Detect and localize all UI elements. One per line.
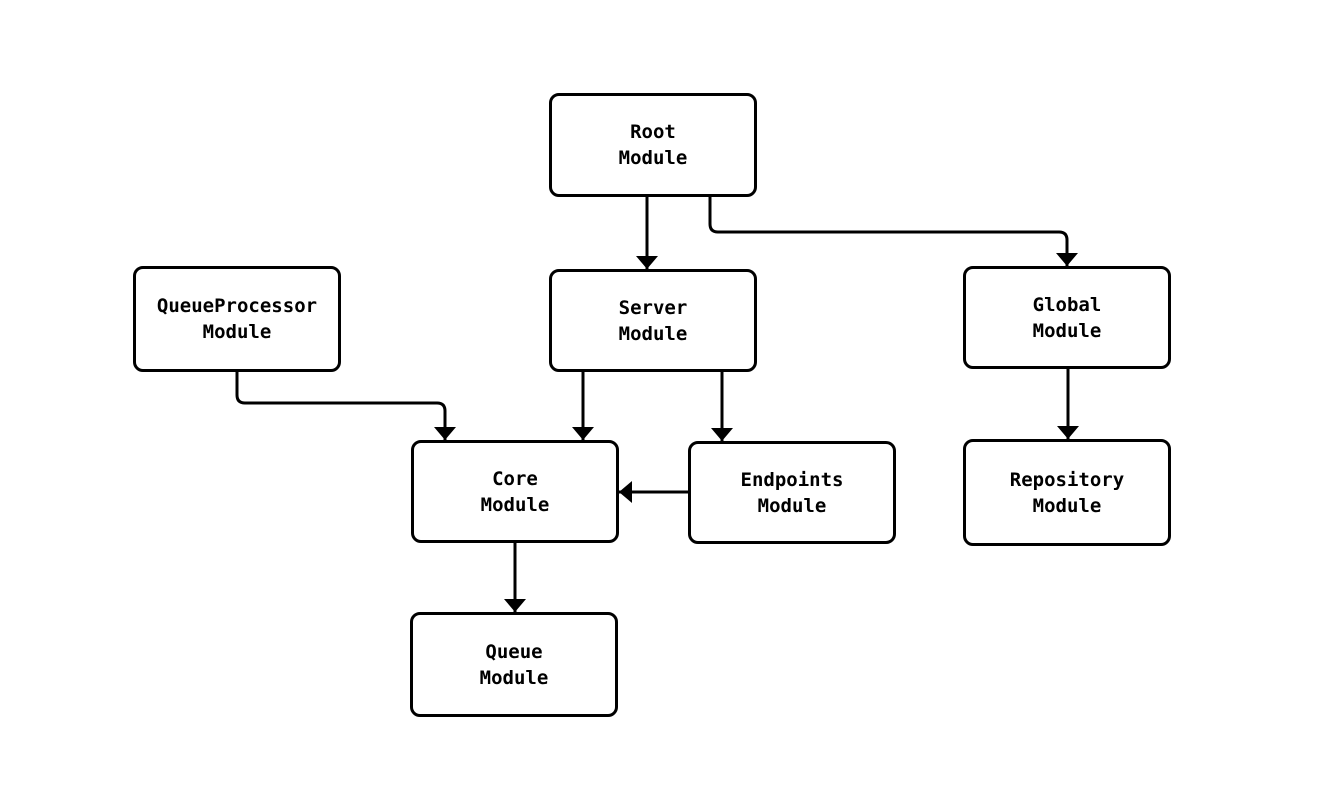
edge-root-to-global bbox=[708, 197, 1078, 266]
node-queue-module: Queue Module bbox=[410, 612, 618, 717]
node-root-module-label: Root Module bbox=[618, 121, 688, 169]
node-queue-module-label: Queue Module bbox=[479, 640, 549, 689]
node-repository-module-label: Repository Module bbox=[1009, 468, 1125, 517]
node-endpoints-module-label: Endpoints Module bbox=[740, 468, 844, 517]
node-repository-module: Repository Module bbox=[963, 439, 1171, 546]
node-queueprocessor-module-label: QueueProcessor Module bbox=[156, 295, 318, 343]
node-global-module-label: Global Module bbox=[1032, 293, 1102, 342]
node-global-module: Global Module bbox=[963, 266, 1171, 369]
node-server-module-label: Server Module bbox=[618, 296, 688, 345]
node-root-module: Root Module bbox=[549, 93, 757, 197]
node-queueprocessor-module: QueueProcessor Module bbox=[133, 266, 341, 372]
node-core-module-label: Core Module bbox=[480, 467, 550, 516]
node-endpoints-module: Endpoints Module bbox=[688, 441, 896, 544]
node-core-module: Core Module bbox=[411, 440, 619, 543]
edge-queueprocessor-to-core bbox=[235, 372, 456, 440]
node-server-module: Server Module bbox=[549, 269, 757, 372]
